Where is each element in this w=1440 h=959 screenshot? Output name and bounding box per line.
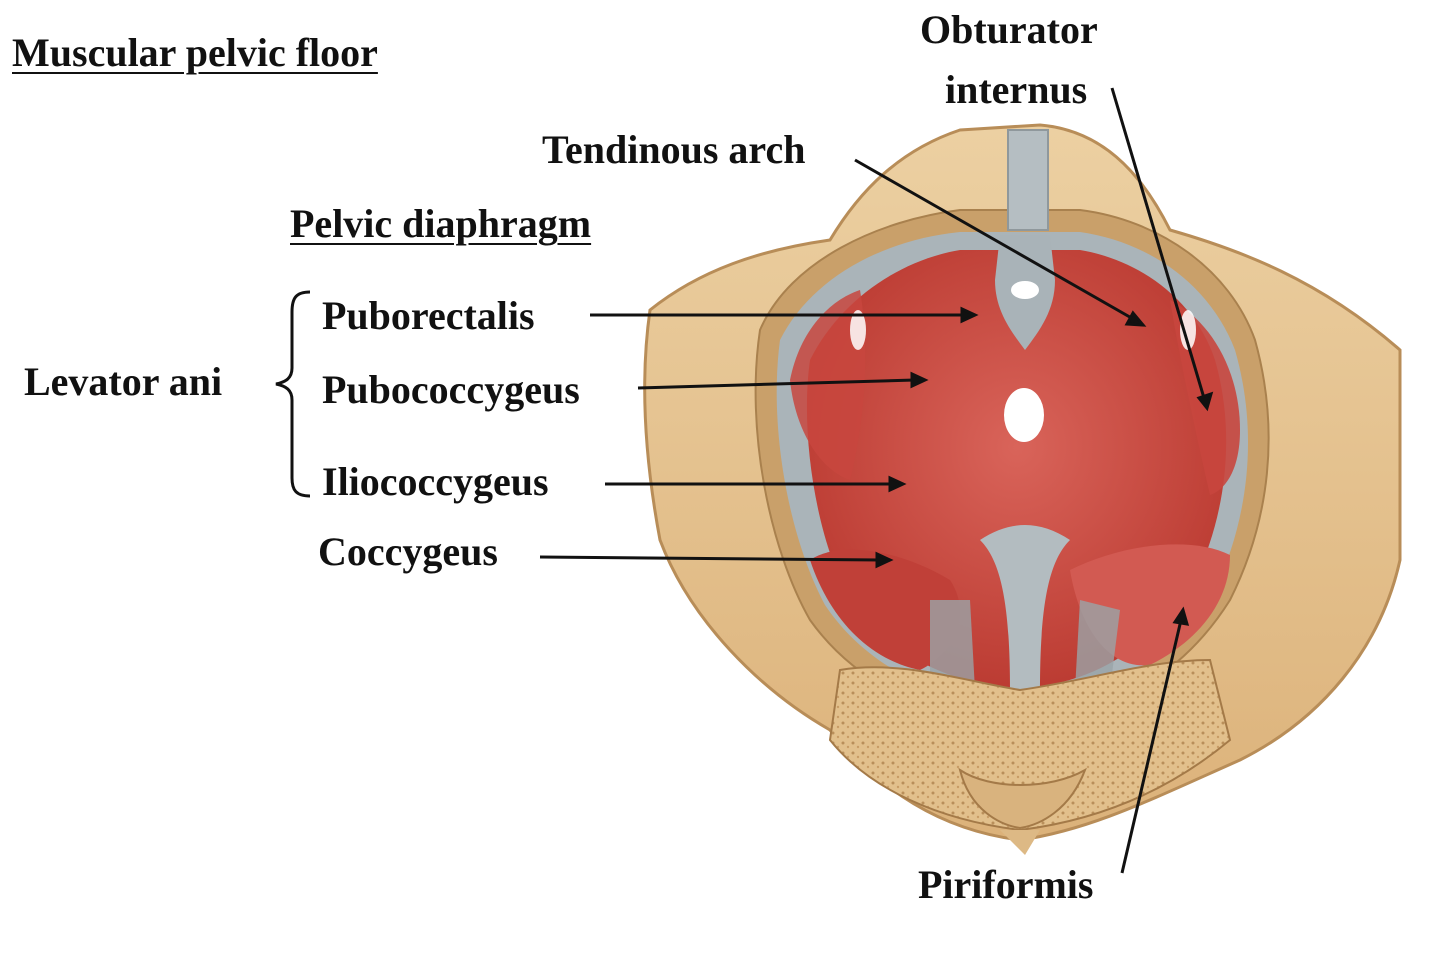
pointer-coccygeus xyxy=(539,555,881,562)
label-obturator-line1: Obturator xyxy=(920,7,1098,52)
label-iliococcygeus: Iliococcygeus xyxy=(322,459,549,504)
pointer-obturator-internus xyxy=(1110,87,1206,399)
label-levator-ani: Levator ani xyxy=(24,359,223,404)
coccygeus-muscle xyxy=(810,549,960,670)
title-muscular-pelvic-floor: Muscular pelvic floor xyxy=(12,30,378,75)
label-pubococcygeus: Pubococcygeus xyxy=(322,367,580,412)
label-puborectalis: Puborectalis xyxy=(322,293,535,338)
label-obturator-line2: internus xyxy=(945,67,1088,112)
pointer-piriformis xyxy=(1120,619,1183,874)
label-tendinous-arch: Tendinous arch xyxy=(542,127,806,172)
pointer-tendinous-arch xyxy=(854,158,1136,322)
label-piriformis: Piriformis xyxy=(918,862,1094,907)
label-coccygeus: Coccygeus xyxy=(318,529,498,574)
sacrum xyxy=(828,658,1232,832)
subtitle-pelvic-diaphragm: Pelvic diaphragm xyxy=(290,201,592,246)
obturator-internus-left xyxy=(790,290,866,480)
levator-ani-brace xyxy=(275,290,311,498)
pointer-pubococcygeus xyxy=(637,378,916,390)
